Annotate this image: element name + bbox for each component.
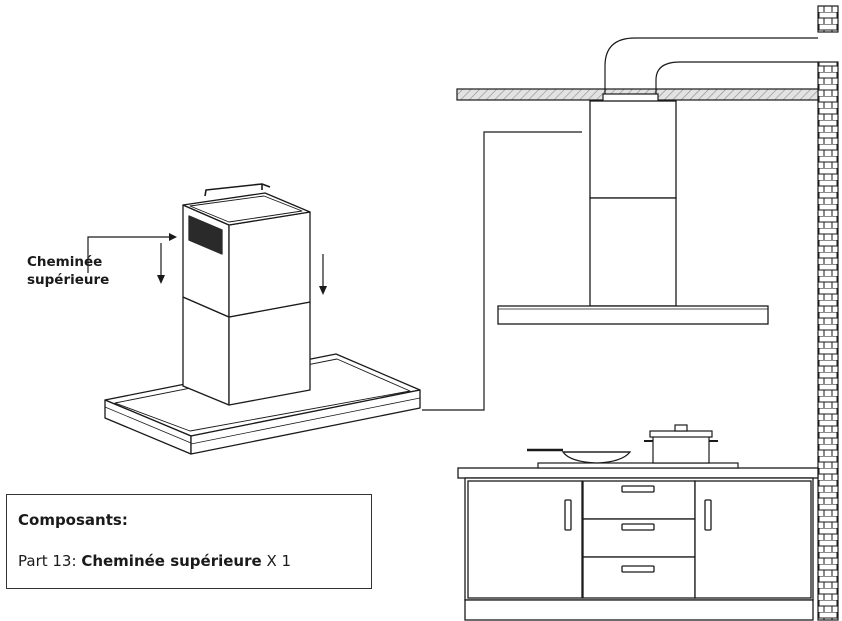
connector-line: [422, 131, 582, 411]
exploded-lower-chimney: [182, 296, 311, 406]
callout-pointer: [87, 236, 170, 273]
cabinet-plinth: [464, 599, 814, 621]
countertop: [457, 467, 819, 479]
down-arrow-icon-left: [157, 243, 165, 284]
pointer-arrowhead-icon: [169, 233, 177, 241]
left-door-handle: [564, 499, 572, 531]
components-heading: Composants:: [18, 511, 128, 529]
vent-grille: [188, 215, 223, 255]
hob-plate: [537, 462, 739, 469]
brick-wall: [817, 5, 839, 621]
installed-lower-chimney: [589, 197, 677, 307]
installed-hood: [497, 100, 769, 325]
callout-label-line-2: supérieure: [27, 272, 110, 288]
components-box: Composants: Part 13: Cheminée supérieure…: [6, 494, 372, 589]
frying-pan: [561, 451, 632, 464]
installed-upper-chimney: [589, 100, 677, 199]
callout-label-line-1: Cheminée: [27, 254, 103, 270]
part-name: Cheminée supérieure: [81, 552, 262, 570]
installed-canopy: [497, 305, 769, 325]
drawer-bottom: [582, 556, 696, 599]
stock-pot: [644, 424, 718, 464]
part-quantity: X 1: [266, 552, 292, 570]
down-arrow-icon-right: [319, 254, 327, 295]
right-door: [694, 480, 812, 599]
left-door: [467, 480, 583, 599]
exploded-hood: [104, 183, 421, 455]
exploded-upper-chimney: [182, 183, 311, 318]
part-prefix: Part 13:: [18, 552, 77, 570]
right-door-handle: [704, 499, 712, 531]
kitchen-cabinet: [457, 467, 819, 621]
part-line: Part 13: Cheminée supérieure X 1: [18, 552, 291, 570]
cooktop-with-cookware: [527, 424, 739, 469]
